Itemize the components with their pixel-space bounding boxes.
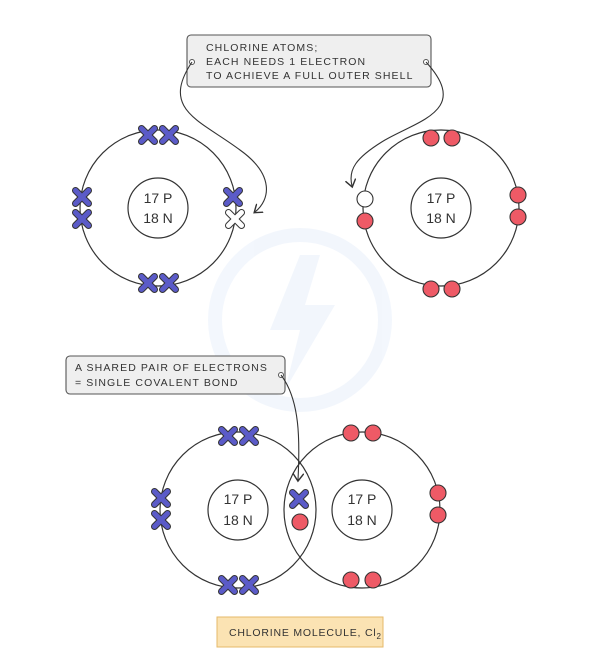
- electron-dot-icon: [509, 208, 527, 226]
- electron-dot-icon: [342, 424, 360, 442]
- outer-shell: [79, 129, 237, 287]
- top-label-line-2: EACH NEEDS 1 ELECTRON: [206, 56, 366, 68]
- caption-subscript: 2: [377, 632, 382, 641]
- nucleus: [127, 177, 189, 239]
- electron-cross-icon: [218, 426, 238, 446]
- electron-dot-icon: [356, 212, 374, 230]
- electron-cross-icon: [151, 488, 171, 508]
- electrons-layer: [72, 125, 527, 595]
- electron-dot-icon: [443, 280, 461, 298]
- electron-cross-icon: [239, 426, 259, 446]
- electron-dot-icon: [364, 424, 382, 442]
- nucleus-protons: 17 P: [224, 491, 253, 507]
- right-chlorine-atom: 17 P 18 N: [362, 129, 520, 287]
- outer-shell: [362, 129, 520, 287]
- electron-cross-icon: [223, 187, 243, 207]
- nucleus-neutrons: 18 N: [347, 512, 377, 528]
- electron-cross-icon: [218, 575, 238, 595]
- middle-label-line-2: = SINGLE COVALENT BOND: [75, 377, 239, 389]
- electron-dot-icon: [422, 280, 440, 298]
- middle-label-box: A SHARED PAIR OF ELECTRONS = SINGLE COVA…: [65, 355, 286, 395]
- electron-cross-icon: [289, 489, 309, 509]
- electron-cross-icon: [72, 209, 92, 229]
- electron-cross-icon: [239, 575, 259, 595]
- molecule-right-atom: 17 P 18 N: [283, 431, 441, 589]
- electron-dot-icon: [429, 506, 447, 524]
- nucleus: [331, 479, 393, 541]
- electron-dot-icon: [342, 571, 360, 589]
- electron-cross-icon: [151, 510, 171, 530]
- top-label-box: CHLORINE ATOMS; EACH NEEDS 1 ELECTRON TO…: [186, 34, 432, 88]
- electron-cross-icon: [72, 187, 92, 207]
- nucleus: [410, 177, 472, 239]
- caption-box: CHLORINE MOLECULE, Cl2: [216, 616, 384, 648]
- nucleus-protons: 17 P: [144, 190, 173, 206]
- middle-label-line-1: A SHARED PAIR OF ELECTRONS: [75, 362, 268, 374]
- arrow-to-right-atom: [351, 61, 444, 186]
- nucleus-protons: 17 P: [427, 190, 456, 206]
- caption-main: CHLORINE MOLECULE, Cl: [229, 627, 377, 639]
- electron-cross-icon: [138, 273, 158, 293]
- missing-electron-dot-icon: [356, 190, 374, 208]
- missing-electron-cross-icon: [225, 209, 245, 229]
- watermark-logo: [208, 228, 392, 412]
- electron-cross-icon: [159, 125, 179, 145]
- arrow-to-shared-pair: [280, 374, 299, 480]
- top-label-line-1: CHLORINE ATOMS;: [206, 42, 318, 54]
- electron-dot-icon: [429, 484, 447, 502]
- electron-cross-icon: [138, 125, 158, 145]
- molecule-left-atom: 17 P 18 N: [159, 431, 317, 589]
- top-label-line-3: TO ACHIEVE A FULL OUTER SHELL: [206, 70, 414, 82]
- electron-dot-icon: [443, 129, 461, 147]
- electron-dot-icon: [364, 571, 382, 589]
- outer-shell: [159, 431, 317, 589]
- nucleus-neutrons: 18 N: [143, 210, 173, 226]
- nucleus-neutrons: 18 N: [426, 210, 456, 226]
- electron-dot-icon: [509, 186, 527, 204]
- electron-cross-icon: [159, 273, 179, 293]
- electron-dot-icon: [291, 513, 309, 531]
- nucleus-protons: 17 P: [348, 491, 377, 507]
- nucleus: [207, 479, 269, 541]
- nucleus-neutrons: 18 N: [223, 512, 253, 528]
- caption-text: CHLORINE MOLECULE, Cl2: [229, 627, 382, 641]
- arrow-to-left-atom: [179, 61, 267, 212]
- left-chlorine-atom: 17 P 18 N: [79, 129, 237, 287]
- electron-dot-icon: [422, 129, 440, 147]
